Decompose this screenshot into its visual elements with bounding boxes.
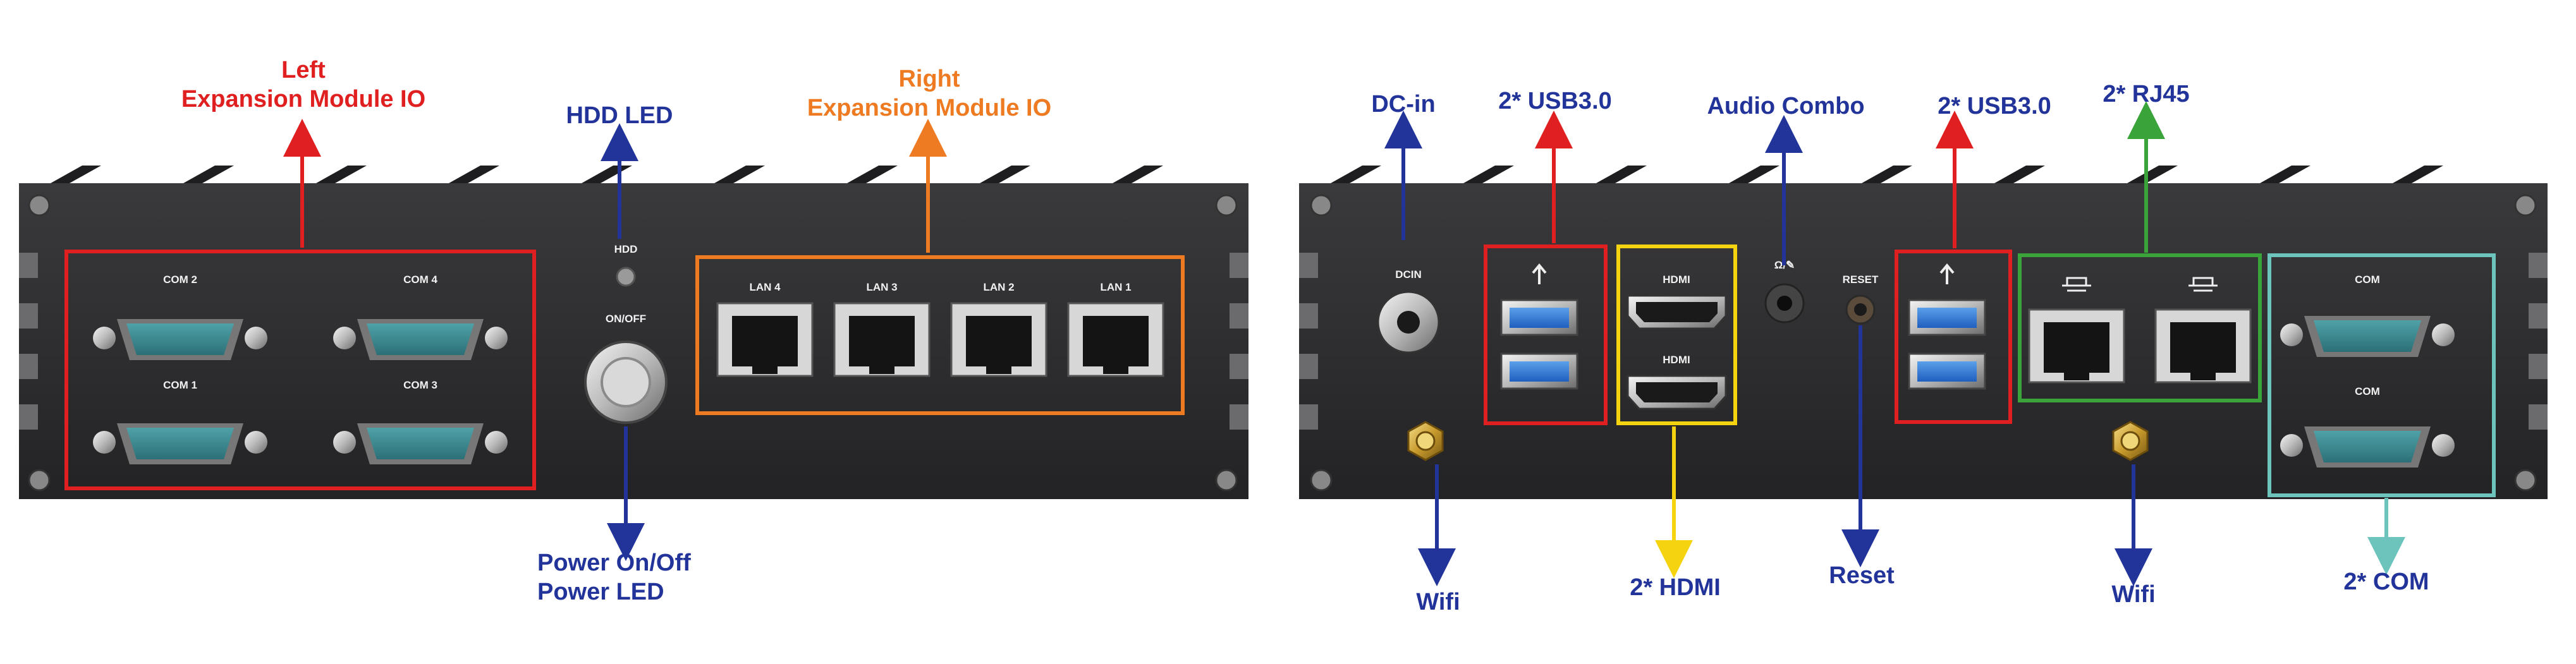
power-label-line2: Power LED (537, 579, 664, 605)
silk-hdmi-bottom: HDMI (1663, 354, 1690, 366)
com-port (2280, 426, 2455, 468)
rj45-port (2154, 277, 2252, 383)
lan-port (1067, 302, 1164, 377)
usb3-port-stack (1500, 263, 1578, 390)
hdd-led (616, 267, 636, 287)
rj45-box (2018, 253, 2262, 402)
silk-lan3: LAN 3 (866, 281, 897, 293)
dc-in-label: DC-in (1371, 91, 1436, 118)
hdmi-port (1627, 375, 1727, 410)
audio-combo-jack (1764, 283, 1805, 323)
hdmi-label: 2* HDMI (1630, 574, 1721, 601)
right-expansion-label-line1: Right (898, 66, 960, 92)
left-top-fins (19, 166, 1163, 183)
wifi-left-label: Wifi (1416, 589, 1460, 615)
silk-com-bottom: COM (2355, 385, 2380, 397)
usb-right-label: 2* USB3.0 (1938, 93, 2051, 119)
silk-com3: COM 3 (403, 379, 437, 391)
silk-com-top: COM (2355, 274, 2380, 286)
silk-dcin: DCIN (1395, 269, 1422, 281)
left-expansion-box (64, 250, 536, 490)
silk-lan4: LAN 4 (749, 281, 781, 293)
com-port (93, 319, 267, 360)
power-label: Power On/Off Power LED (537, 548, 714, 607)
dc-in-jack (1377, 291, 1440, 354)
usb-left-box (1484, 244, 1608, 425)
lan-port (833, 302, 931, 377)
left-side-fins (19, 253, 1248, 430)
left-expansion-label-line2: Expansion Module IO (181, 86, 426, 112)
rj45-port (2028, 277, 2125, 383)
hdd-led-label: HDD LED (566, 102, 673, 129)
right-corner-screws (1310, 194, 2537, 492)
right-expansion-label: Right Expansion Module IO (793, 64, 1065, 123)
com-port (2280, 316, 2455, 357)
right-chassis: DCIN HDMI HDMI (1299, 166, 2548, 499)
silk-onoff: ON/OFF (606, 313, 646, 325)
silk-hdmi-top: HDMI (1663, 274, 1690, 286)
lan-port (950, 302, 1047, 377)
audio-combo-label: Audio Combo (1707, 93, 1865, 119)
left-corner-screws (28, 194, 1238, 492)
left-chassis: COM 2 COM 4 COM 1 COM 3 HDD ON/OFF (19, 166, 1248, 499)
power-label-line1: Power On/Off (537, 550, 691, 576)
wifi-antenna-connector (1407, 421, 1444, 461)
wifi-right-label: Wifi (2111, 581, 2156, 608)
wifi-antenna-connector (2112, 421, 2149, 461)
silk-com2: COM 2 (163, 274, 197, 286)
com-port (333, 319, 508, 360)
left-expansion-label-line1: Left (281, 57, 326, 83)
silk-lan1: LAN 1 (1100, 281, 1131, 293)
left-expansion-label: Left Expansion Module IO (171, 56, 436, 114)
power-button[interactable] (584, 341, 668, 424)
right-expansion-box (695, 255, 1185, 415)
usb3-port-stack (1908, 263, 1986, 390)
com-port (93, 423, 267, 464)
usb-left-label: 2* USB3.0 (1498, 88, 1612, 114)
hdmi-box (1616, 244, 1737, 425)
right-expansion-label-line2: Expansion Module IO (807, 95, 1052, 121)
lan-port (716, 302, 814, 377)
reset-button[interactable] (1845, 294, 1876, 325)
silk-reset: RESET (1843, 274, 1879, 286)
silk-hdd: HDD (614, 243, 638, 255)
hdmi-port (1627, 294, 1727, 330)
right-side-fins (1299, 253, 2548, 430)
usb-right-box (1895, 250, 2012, 424)
silk-com4: COM 4 (403, 274, 437, 286)
com-port (333, 423, 508, 464)
silk-com1: COM 1 (163, 379, 197, 391)
rj45-label: 2* RJ45 (2103, 81, 2190, 107)
right-top-fins (1299, 166, 2443, 183)
com-label: 2* COM (2343, 569, 2429, 595)
silk-lan2: LAN 2 (983, 281, 1014, 293)
com-box (2268, 253, 2496, 497)
reset-label: Reset (1829, 562, 1895, 589)
